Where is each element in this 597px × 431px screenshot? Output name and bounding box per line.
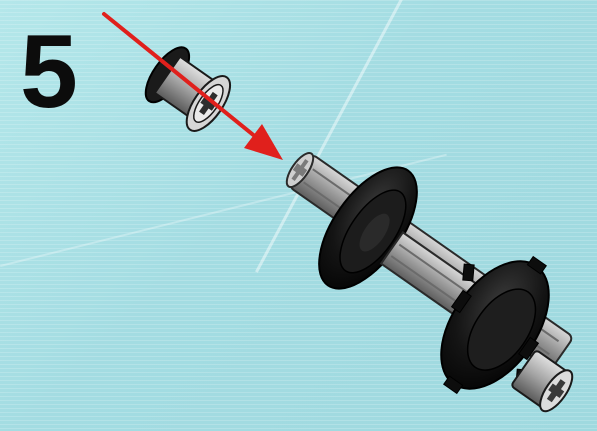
direction-arrow bbox=[104, 14, 283, 160]
